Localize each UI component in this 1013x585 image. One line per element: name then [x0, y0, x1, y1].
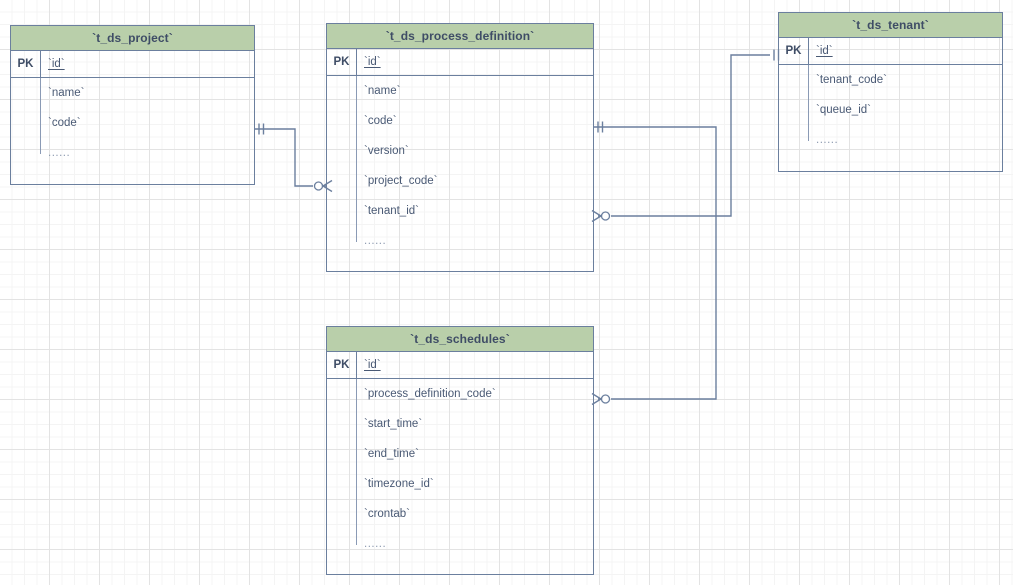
entity-title-t-ds-tenant: `t_ds_tenant` — [779, 13, 1002, 38]
field-row: `crontab` — [364, 508, 411, 520]
pk-column-divider — [356, 352, 357, 378]
field-row-ellipsis: ...... — [364, 235, 387, 247]
entity-t-ds-process-definition[interactable]: `t_ds_process_definition` PK `id` `name`… — [326, 23, 594, 272]
field-row: `code` — [364, 115, 397, 127]
body-column-divider — [356, 76, 357, 242]
pk-column-divider — [40, 51, 41, 77]
field-row: `tenant_code` — [816, 74, 887, 86]
pk-column-divider — [808, 38, 809, 64]
field-row: `queue_id` — [816, 104, 871, 116]
entity-title-t-ds-project: `t_ds_project` — [11, 26, 254, 51]
pk-row-t-ds-project: PK `id` — [11, 51, 254, 78]
field-row: `version` — [364, 145, 409, 157]
pk-row-t-ds-process-definition: PK `id` — [327, 49, 593, 76]
pk-row-t-ds-tenant: PK `id` — [779, 38, 1002, 65]
pk-column-divider — [356, 49, 357, 75]
entity-body-t-ds-tenant: `tenant_code` `queue_id` ...... — [779, 65, 1002, 155]
entity-t-ds-tenant[interactable]: `t_ds_tenant` PK `id` `tenant_code` `que… — [778, 12, 1003, 172]
pk-field-name: `id` — [816, 45, 833, 57]
link-project-to-process-definition[interactable] — [255, 123, 333, 193]
entity-body-t-ds-process-definition: `name` `code` `version` `project_code` `… — [327, 76, 593, 256]
pk-row-t-ds-schedules: PK `id` — [327, 352, 593, 379]
field-row: `name` — [48, 87, 85, 99]
field-row: `project_code` — [364, 175, 438, 187]
pk-field-name: `id` — [364, 56, 381, 68]
entity-title-t-ds-process-definition: `t_ds_process_definition` — [327, 24, 593, 49]
field-row: `code` — [48, 117, 81, 129]
field-row-ellipsis: ...... — [48, 147, 71, 159]
entity-t-ds-project[interactable]: `t_ds_project` PK `id` `name` `code` ...… — [10, 25, 255, 185]
entity-body-t-ds-schedules: `process_definition_code` `start_time` `… — [327, 379, 593, 559]
pk-badge: PK — [785, 45, 802, 57]
link-tenant-to-process-definition[interactable] — [591, 49, 780, 223]
link-process-definition-to-schedules[interactable] — [591, 121, 717, 406]
pk-badge: PK — [333, 56, 350, 68]
pk-field-name: `id` — [48, 58, 65, 70]
field-row: `tenant_id` — [364, 205, 419, 217]
body-column-divider — [356, 379, 357, 545]
field-row: `end_time` — [364, 448, 419, 460]
body-column-divider — [808, 65, 809, 141]
field-row-ellipsis: ...... — [816, 134, 839, 146]
field-row: `name` — [364, 85, 401, 97]
body-column-divider — [40, 78, 41, 154]
field-row: `timezone_id` — [364, 478, 434, 490]
pk-badge: PK — [333, 359, 350, 371]
pk-badge: PK — [17, 58, 34, 70]
field-row-ellipsis: ...... — [364, 538, 387, 550]
pk-field-name: `id` — [364, 359, 381, 371]
field-row: `start_time` — [364, 418, 423, 430]
entity-body-t-ds-project: `name` `code` ...... — [11, 78, 254, 168]
field-row: `process_definition_code` — [364, 388, 496, 400]
entity-title-t-ds-schedules: `t_ds_schedules` — [327, 327, 593, 352]
entity-t-ds-schedules[interactable]: `t_ds_schedules` PK `id` `process_defini… — [326, 326, 594, 575]
